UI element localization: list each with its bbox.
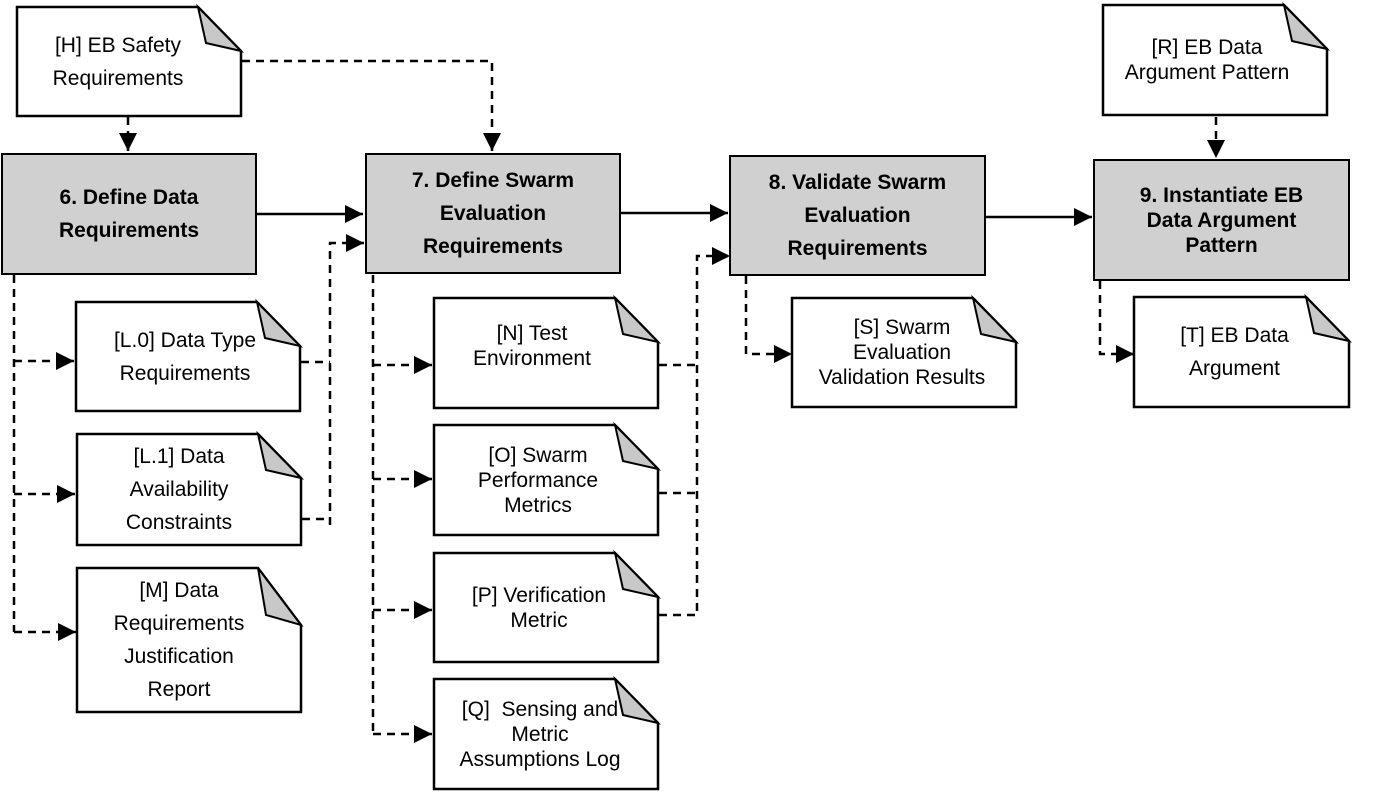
artifact-label: [S] Swarm [853,316,951,339]
artifact-label: Requirements [113,612,245,635]
artifact-label: Validation Results [818,366,986,389]
artifact-label: Constraints [125,511,233,534]
artifact-label: Report [147,678,211,701]
artifact-label: Requirements [119,361,251,385]
artifact-label: Metrics [504,493,572,517]
document-shape [75,566,304,714]
process-label: Requirements [787,237,928,260]
process-label: Requirements [58,219,200,242]
process-label: Evaluation [804,204,911,227]
process-label: Evaluation [439,202,547,225]
document-shape [432,421,662,537]
document-shape [432,294,662,410]
process-label: Requirements [422,235,564,258]
artifact-label: Environment [473,347,591,370]
artifact-label: Metric [510,608,568,632]
artifact-label: Availability [129,478,229,501]
document-shape [74,298,304,413]
artifact-label: [R] EB Data [1151,36,1263,59]
process-label: 7. Define Swarm [411,169,575,192]
artifact-label: Metric [511,722,569,746]
artifact-label: [O] Swarm [488,443,588,467]
document-shape [790,294,1020,409]
process-label: Data Argument [1146,208,1297,232]
artifact-label: [M] Data [139,579,219,602]
artifact-label: [L.0] Data Type [113,328,257,352]
dashed-arrow-9-to-T [1098,281,1134,363]
artifact-label: Evaluation [852,341,952,364]
artifact-label: [H] EB Safety [54,33,182,57]
artifact-label: [Q] Sensing and [461,697,619,721]
dashed-link-P [659,247,730,617]
document-shape [432,549,662,664]
artifact-label: Assumptions Log [459,747,621,771]
artifact-label: Requirements [52,66,184,90]
document-shape [15,3,245,118]
process-label: 9. Instantiate EB [1139,183,1304,207]
artifact-label: Performance [477,468,599,492]
process-label: 8. Validate Swarm [768,171,947,194]
artifact-label: [N] Test [496,322,568,345]
dashed-arrow-L-to-7 [328,234,364,525]
artifact-label: Argument Pattern [1124,61,1290,84]
dashed-arrow-8-to-S [744,276,792,363]
dashed-arrow-H-to-7 [242,59,501,151]
process-label: 6. Define Data [59,186,199,209]
artifact-label: Argument [1188,357,1281,380]
artifact-label: [L.1] Data [133,445,225,468]
artifact-label: [P] Verification [471,583,607,607]
document-shape [1101,1,1331,117]
artifact-label: [T] EB Data [1180,324,1289,347]
process-label: Pattern [1185,233,1258,257]
document-shape [432,675,662,791]
document-shape [1132,293,1353,409]
artifact-label: Justification [124,645,234,668]
document-shape [75,430,305,547]
